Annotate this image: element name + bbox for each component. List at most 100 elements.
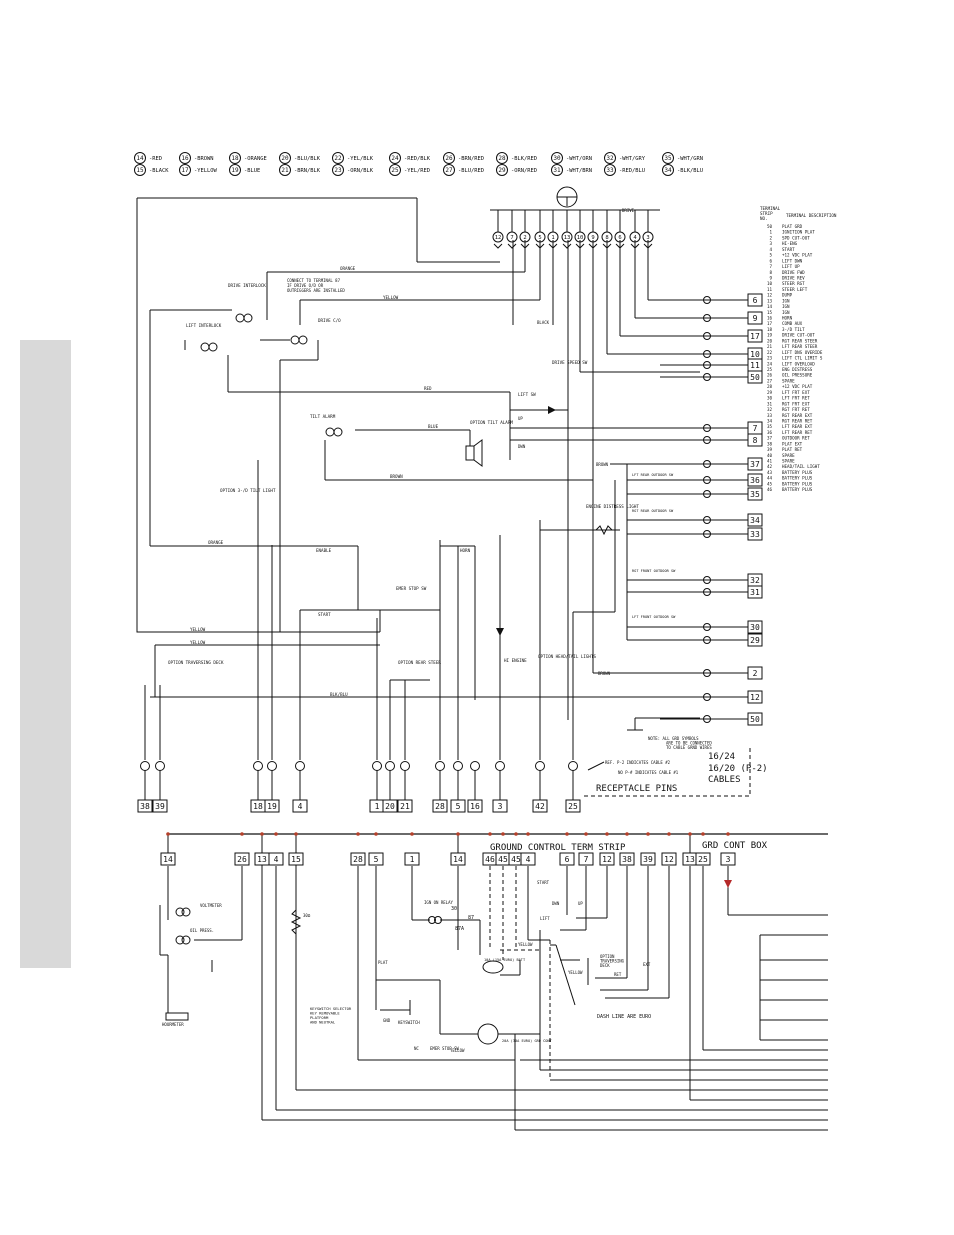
ground-box <box>450 852 466 866</box>
right-term-number: 17 <box>750 332 760 341</box>
wire-yellow-3: YELLOW <box>190 640 206 645</box>
legend-number: 24 <box>391 155 399 162</box>
legend-number: 27 <box>445 167 453 174</box>
ground-bus-node <box>514 832 518 836</box>
tilt-alarm-label: TILT ALARM <box>310 414 336 419</box>
right-term-pin <box>703 490 711 498</box>
receptacle-number: 19 <box>267 802 277 811</box>
ts-row-desc: IGN <box>782 310 790 315</box>
legend-color: -YEL/RED <box>404 168 430 174</box>
ts-row-desc: PLAT GRD <box>782 224 803 229</box>
right-term-box <box>747 633 763 647</box>
ground-box <box>720 852 736 866</box>
right-term-number: 50 <box>750 373 760 382</box>
drive-pin-number: 12 <box>495 235 502 241</box>
ground-bus-node <box>456 832 460 836</box>
ts-row-number: 9 <box>769 275 772 280</box>
ground-bus-node <box>584 832 588 836</box>
ground-control-term-strip-label: GROUND CONTROL TERM STRIP <box>490 843 626 853</box>
ts-row-desc: HEAD/TAIL LIGHT <box>782 464 820 469</box>
ts-row-number: 45 <box>767 481 773 486</box>
right-term-number: 2 <box>753 669 758 678</box>
drive-pin-number: 3 <box>646 235 649 241</box>
right-term-number: 11 <box>750 361 760 370</box>
legend-circle <box>389 164 401 176</box>
legend-color: -BLK/BLU <box>677 168 703 174</box>
receptacle-box <box>492 799 508 813</box>
right-term-box <box>747 457 763 471</box>
ts-row-desc: LFT REAR STEER <box>782 344 818 349</box>
legend-color: -BLU/RED <box>458 168 484 174</box>
ref-p2-label: REF. P-2 INDICATES CABLE #2 <box>605 760 671 765</box>
receptacle-number: 18 <box>253 802 263 811</box>
ts-row-number: 34 <box>767 418 773 423</box>
ts-row-desc: IGN <box>782 304 790 309</box>
receptacle-number: 16 <box>470 802 480 811</box>
right-term-pin <box>703 715 711 723</box>
ret-label: RET <box>614 972 622 977</box>
wire-orange-1: ORANGE <box>340 266 356 271</box>
drive-pin-number: 2 <box>523 235 526 241</box>
option-traversing-g-label: OPTION TRAVERSING DECK <box>600 954 627 968</box>
ts-row-number: 46 <box>767 487 773 492</box>
up-label: UP <box>518 416 523 421</box>
ground-box-number: 1 <box>410 855 415 864</box>
ground-box-number: 5 <box>374 855 379 864</box>
right-term-box <box>747 329 763 343</box>
ground-box-number: 38 <box>622 855 632 864</box>
receptacle-pin <box>470 761 480 771</box>
ground-box <box>160 852 176 866</box>
right-term-pin <box>703 669 711 677</box>
ground-box-number: 7 <box>584 855 589 864</box>
ts-row-number: 14 <box>767 304 773 309</box>
receptacle-number: 39 <box>155 802 165 811</box>
legend-circle <box>332 164 344 176</box>
ground-box-number: 4 <box>274 855 279 864</box>
ts-row-desc: 3-/D TILT <box>782 327 805 332</box>
ground-box-number: 14 <box>453 855 463 864</box>
legend-number: 34 <box>664 167 672 174</box>
right-term-pin <box>703 476 711 484</box>
ground-bus-node <box>501 832 505 836</box>
ground-box-number: 15 <box>291 855 301 864</box>
ground-box-number: 46 <box>485 855 495 864</box>
ground-control-wiring <box>159 833 828 1131</box>
ts-row-desc: COMB AUX <box>782 321 803 326</box>
page-side-tab <box>20 340 71 968</box>
ground-bus-node <box>274 832 278 836</box>
drive-pin-arrow <box>507 243 517 249</box>
drive-pin-number: 13 <box>564 235 571 241</box>
ts-row-number: 24 <box>767 361 773 366</box>
option-head-tail-label: OPTION HEAD/TAIL LIGHTS <box>538 654 596 659</box>
legend-number: 30 <box>553 155 561 162</box>
right-term-pin <box>703 623 711 631</box>
ts-row-number: 50 <box>767 224 773 229</box>
wire-brown-3: BROWN <box>598 671 611 676</box>
ground-box <box>520 852 536 866</box>
receptacle-pin <box>568 761 578 771</box>
ts-row-number: 22 <box>767 350 773 355</box>
right-term-pin <box>703 373 711 381</box>
ts-row-desc: STEER LEFT <box>782 287 808 292</box>
ground-box <box>368 852 384 866</box>
ts-row-number: 21 <box>767 344 773 349</box>
legend-color: -ORN/RED <box>511 168 537 174</box>
start-label: START <box>318 612 331 617</box>
ts-row-number: 6 <box>769 258 772 263</box>
ts-row-desc: IGN <box>782 298 790 303</box>
ts-row-number: 11 <box>767 287 773 292</box>
right-term-pin <box>703 314 711 322</box>
wire-orange-2: ORANGE <box>208 540 224 545</box>
ground-box-number: 13 <box>257 855 267 864</box>
right-term-number: 32 <box>750 576 760 585</box>
dwn-label: DWN <box>518 444 526 449</box>
receptacle-box <box>565 799 581 813</box>
ground-box-number: 12 <box>664 855 674 864</box>
ground-box-number: 45 <box>498 855 508 864</box>
ts-row-desc: DUMP <box>782 293 793 298</box>
lft-rear-outdoor-label: LFT REAR OUTDOOR SW <box>632 473 674 477</box>
receptacle-number: 38 <box>140 802 150 811</box>
legend-number: 20 <box>281 155 289 162</box>
legend-circle <box>279 152 291 164</box>
